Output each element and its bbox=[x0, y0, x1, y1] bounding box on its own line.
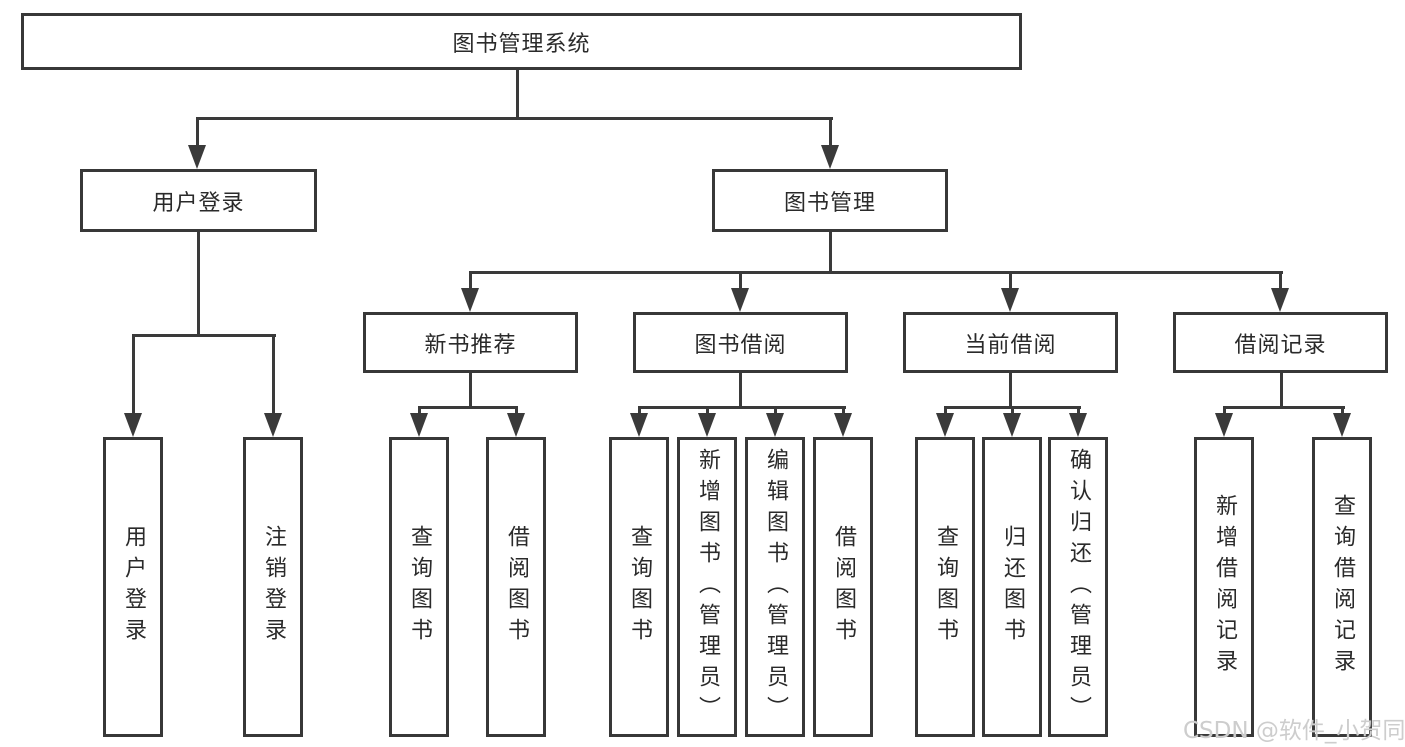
connector-line bbox=[829, 232, 832, 273]
leaf-node-query-books-current: 查询图书 bbox=[915, 437, 975, 737]
arrowhead-down-icon bbox=[1069, 413, 1087, 437]
connector-line bbox=[1011, 407, 1014, 418]
leaf-node-logout: 注销登录 bbox=[243, 437, 303, 737]
leaf-node-query-books-borrow: 查询图书 bbox=[609, 437, 669, 737]
node-label: 查询图书 bbox=[627, 525, 652, 649]
leaf-node-edit-books-admin: 编辑图书（管理员） bbox=[745, 437, 805, 737]
connector-line bbox=[638, 407, 641, 418]
connector-line bbox=[469, 373, 472, 408]
connector-line bbox=[132, 334, 276, 337]
leaf-node-confirm-return-admin: 确认归还（管理员） bbox=[1048, 437, 1108, 737]
connector-line bbox=[1279, 272, 1282, 293]
connector-line bbox=[1077, 407, 1080, 418]
node-label: 图书借阅 bbox=[694, 332, 787, 358]
connector-line bbox=[469, 272, 472, 293]
arrowhead-down-icon bbox=[124, 413, 142, 437]
arrowhead-down-icon bbox=[698, 413, 716, 437]
connector-line bbox=[706, 407, 709, 418]
leaf-node-query-books-recommend: 查询图书 bbox=[389, 437, 449, 737]
node-label: 新书推荐 bbox=[424, 332, 517, 358]
node-label: 借阅图书 bbox=[831, 525, 856, 649]
arrowhead-down-icon bbox=[1215, 413, 1233, 437]
connector-line bbox=[516, 70, 519, 118]
node-label: 借阅图书 bbox=[504, 525, 529, 649]
connector-line bbox=[842, 407, 845, 418]
node-label: 用户登录 bbox=[152, 190, 245, 216]
arrowhead-down-icon bbox=[1003, 413, 1021, 437]
arrowhead-down-icon bbox=[630, 413, 648, 437]
node-label: 图书管理 bbox=[783, 190, 876, 216]
node-label: 图书管理系统 bbox=[452, 31, 591, 57]
leaf-node-return-books: 归还图书 bbox=[982, 437, 1042, 737]
node-label: 查询图书 bbox=[933, 525, 958, 649]
arrowhead-down-icon bbox=[821, 145, 839, 169]
node-label: 新增图书（管理员） bbox=[695, 447, 720, 727]
node-label: 借阅记录 bbox=[1234, 332, 1327, 358]
connector-line bbox=[418, 406, 518, 409]
connector-line bbox=[1341, 407, 1344, 418]
node-book-borrow: 图书借阅 bbox=[633, 312, 848, 373]
connector-line bbox=[132, 335, 135, 419]
connector-line bbox=[515, 407, 518, 418]
node-borrow-records: 借阅记录 bbox=[1173, 312, 1388, 373]
csdn-watermark: CSDN @软件_小贺同学 bbox=[1183, 718, 1405, 744]
leaf-node-add-borrow-record: 新增借阅记录 bbox=[1194, 437, 1254, 737]
connector-line bbox=[739, 373, 742, 408]
connector-line bbox=[1223, 407, 1226, 418]
node-label: 查询借阅记录 bbox=[1330, 494, 1355, 680]
arrowhead-down-icon bbox=[1001, 288, 1019, 312]
connector-line bbox=[1009, 373, 1012, 408]
connector-line bbox=[638, 406, 846, 409]
connector-line bbox=[739, 272, 742, 293]
connector-line bbox=[418, 407, 421, 418]
arrowhead-down-icon bbox=[1333, 413, 1351, 437]
leaf-node-user-login: 用户登录 bbox=[103, 437, 163, 737]
leaf-node-add-books-admin: 新增图书（管理员） bbox=[677, 437, 737, 737]
connector-line bbox=[1009, 272, 1012, 293]
arrowhead-down-icon bbox=[731, 288, 749, 312]
node-label: 归还图书 bbox=[1000, 525, 1025, 649]
connector-line bbox=[469, 271, 1283, 274]
node-label: 编辑图书（管理员） bbox=[763, 447, 788, 727]
node-label: 确认归还（管理员） bbox=[1066, 447, 1091, 727]
node-label: 当前借阅 bbox=[964, 332, 1057, 358]
node-label: 新增借阅记录 bbox=[1212, 494, 1237, 680]
node-label: 查询图书 bbox=[407, 525, 432, 649]
arrowhead-down-icon bbox=[507, 413, 525, 437]
node-label: 用户登录 bbox=[121, 525, 146, 649]
connector-line bbox=[944, 407, 947, 418]
arrowhead-down-icon bbox=[188, 145, 206, 169]
connector-line bbox=[197, 232, 200, 336]
node-current-borrow: 当前借阅 bbox=[903, 312, 1118, 373]
arrowhead-down-icon bbox=[461, 288, 479, 312]
connector-line bbox=[774, 407, 777, 418]
arrowhead-down-icon bbox=[834, 413, 852, 437]
node-new-book-recommend: 新书推荐 bbox=[363, 312, 578, 373]
arrowhead-down-icon bbox=[766, 413, 784, 437]
arrowhead-down-icon bbox=[936, 413, 954, 437]
node-label: 注销登录 bbox=[261, 525, 286, 649]
connector-line bbox=[1223, 406, 1345, 409]
node-user-login: 用户登录 bbox=[80, 169, 317, 232]
connector-line bbox=[196, 117, 833, 120]
connector-line bbox=[1280, 373, 1283, 408]
connector-line bbox=[829, 118, 832, 150]
arrowhead-down-icon bbox=[1271, 288, 1289, 312]
node-book-management: 图书管理 bbox=[712, 169, 948, 232]
leaf-node-borrow-books-recommend: 借阅图书 bbox=[486, 437, 546, 737]
leaf-node-query-borrow-record: 查询借阅记录 bbox=[1312, 437, 1372, 737]
arrowhead-down-icon bbox=[264, 413, 282, 437]
connector-line bbox=[196, 118, 199, 150]
leaf-node-borrow-books: 借阅图书 bbox=[813, 437, 873, 737]
arrowhead-down-icon bbox=[410, 413, 428, 437]
connector-line bbox=[272, 335, 275, 419]
node-library-system: 图书管理系统 bbox=[21, 13, 1022, 70]
